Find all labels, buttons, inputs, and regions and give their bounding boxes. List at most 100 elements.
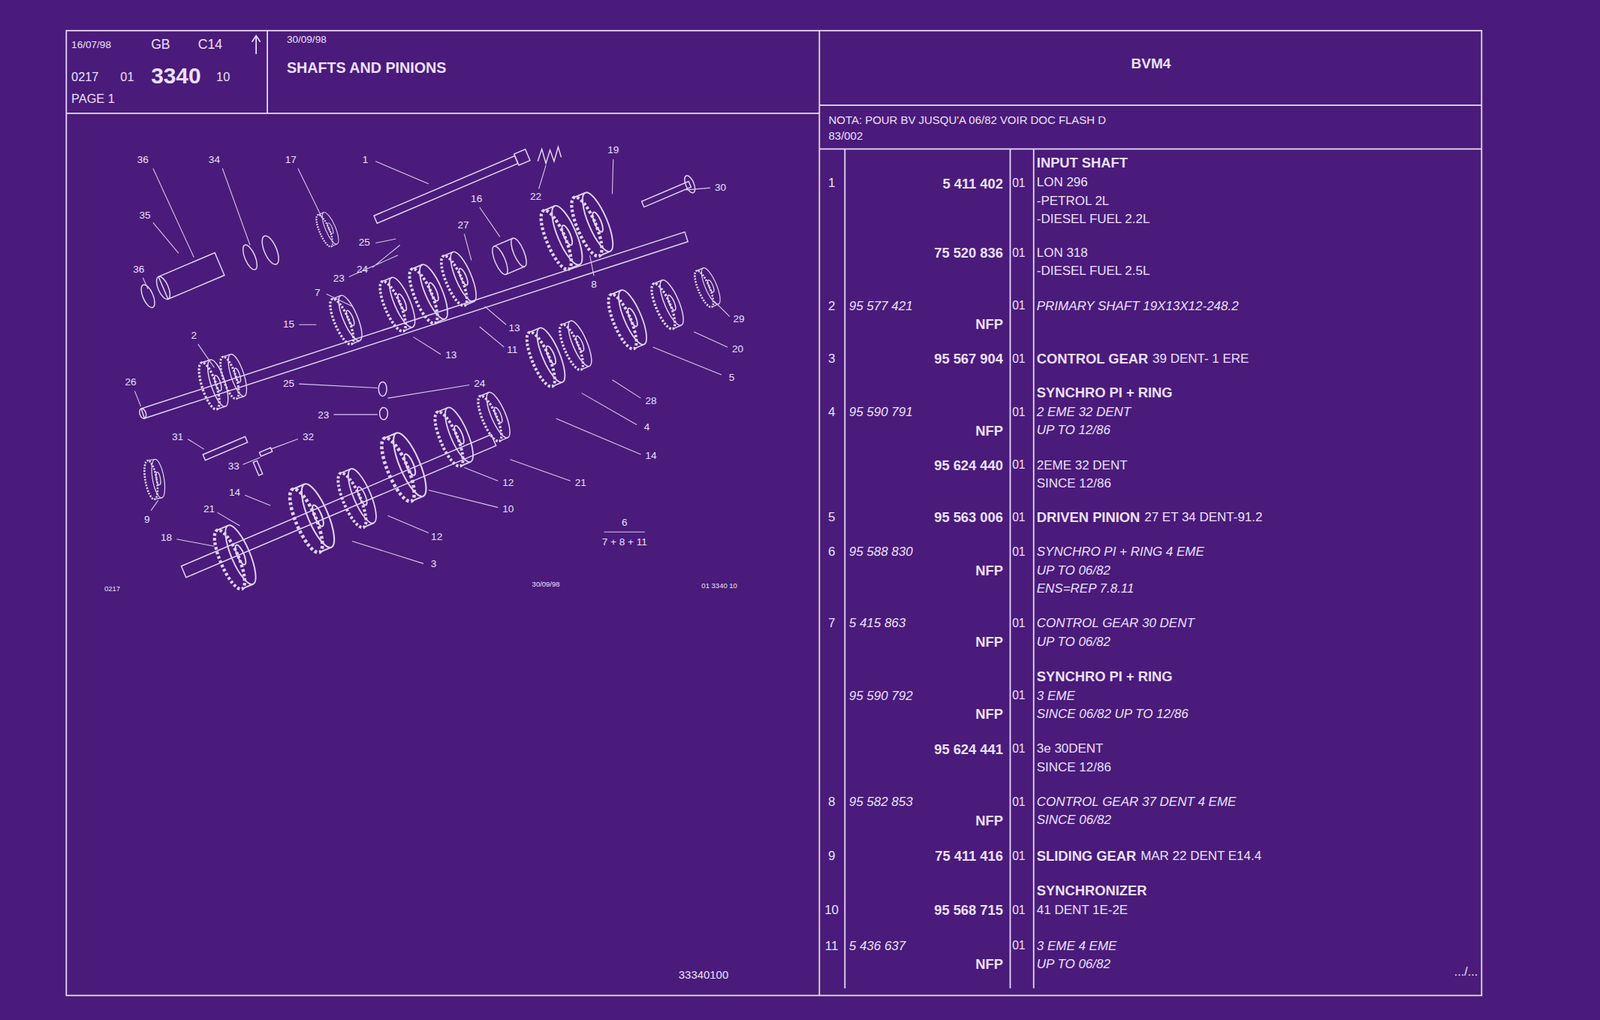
callout-number: 25 [358,236,371,249]
table-cell: 3 EME [1036,688,1076,704]
table-cell: 95 582 853 [849,794,913,810]
callout-number: 7 + 8 + 11 [602,536,648,549]
table-cell: 7 [828,615,835,631]
table-cell: 8 [828,794,835,810]
header-text: NOTA: POUR BV JUSQU'A 06/82 VOIR DOC FLA… [828,112,1115,145]
table-cell: 3 EME 4 EME [1036,938,1118,954]
callout-number: 8 [590,278,597,291]
header-text: 0217 [71,69,99,85]
table-cell: 10 [824,902,839,918]
leader-lines [134,159,730,564]
table-cell: NFP [975,562,1004,579]
table-cell: 01 [1012,795,1025,810]
table-cell: SYNCHRONIZER [1036,882,1148,899]
drawing-part [66,30,1482,996]
callout-number: 13 [445,349,457,362]
drawing-part [1009,148,1012,988]
callout-number: 36 [137,153,149,166]
table-cell: 39 DENT- 1 ERE [1152,351,1249,367]
table-cell: ENS=REP 7.8.11 [1036,581,1135,597]
drawing-part [514,149,531,166]
drawing-part [819,148,1482,151]
callout-number: 13 [508,322,520,335]
callout-number: 21 [203,503,215,516]
callout-number: 22 [530,190,542,203]
table-cell: 01 [1012,352,1025,367]
table-cell: NFP [975,633,1004,651]
table-cell: NFP [975,812,1004,829]
table-cell: SYNCHRO PI + RING [1036,668,1173,685]
callout-number: 30 [714,181,727,194]
table-cell: 11 [825,938,839,954]
table-cell: 75 411 416 [934,847,1004,865]
table-cell: -DIESEL FUEL 2.5L [1036,263,1151,279]
table-cell: SYNCHRO PI + RING [1036,384,1173,401]
table-cell: SLIDING GEAR [1036,847,1136,865]
table-cell: CONTROL GEAR [1036,350,1149,368]
drawing-part [489,244,511,277]
table-cell: INPUT SHAFT [1036,154,1128,172]
drawing-part [138,283,157,310]
drawing-part [141,232,688,419]
table-cell: 95 567 904 [934,350,1004,368]
header-text: 3340 [150,62,201,90]
table-cell: NFP [975,705,1004,723]
callout-number: 36 [132,263,145,276]
callout-number: 7 [314,286,321,299]
table-cell: NFP [975,316,1004,333]
table-cell: 95 624 441 [934,741,1004,758]
callout-number: 34 [208,153,220,166]
table-cell: 01 [1012,510,1025,525]
callout-number: 24 [473,377,486,390]
table-cell: 01 [1012,176,1025,191]
table-cell: SYNCHRO PI + RING 4 EME [1036,544,1205,560]
callout-number: 2 [190,329,197,342]
drawing-part [403,261,453,327]
table-cell: 2 EME 32 DENT [1036,404,1131,420]
callout-number: 18 [160,531,172,544]
callout-number: 20 [732,343,744,356]
callout-number: 27 [457,219,469,232]
drawing-part [566,189,620,260]
callout-number: 15 [283,318,295,331]
table-cell: DRIVEN PINION [1036,509,1140,526]
callout-number: 23 [333,272,345,285]
table-cell: UP TO 06/82 [1036,956,1111,972]
drawing-reference: 30/09/98 [532,579,561,588]
table-cell: LON 318 [1036,245,1088,261]
drawing-part [255,36,257,55]
callout-number: 35 [138,209,151,222]
table-cell: 01 [1012,849,1025,864]
note-box: NOTA: POUR BV JUSQU'A 06/82 VOIR DOC FLA… [819,105,1482,149]
header-text: SHAFTS AND PINIONS [286,59,447,78]
table-cell: 9 [828,848,835,864]
drawing-reference: 01 3340 10 [701,581,738,590]
drawing-part [138,232,688,419]
page-reference: .../... [1454,964,1479,980]
table-cell: 1 [828,175,835,191]
callout-number: 23 [317,409,329,422]
header-title-box: 30/09/98SHAFTS AND PINIONS [267,30,820,114]
drawing-part [216,352,251,401]
gearbox-name-box: BVM4 [819,30,1482,106]
drawing-part [819,104,1482,106]
drawing-part [266,30,269,114]
table-cell: CONTROL GEAR 30 DENT [1036,615,1195,631]
drawing-part [283,479,341,556]
table-cell: 3e 30DENT [1036,741,1104,757]
drawing-part [647,277,688,332]
drawing-part [489,236,530,277]
callout-number: 1 [362,153,369,166]
header-text: GB [150,36,171,53]
drawing-part [521,324,570,390]
header-text: 16/07/98 [71,39,112,52]
table-cell: 75 520 836 [934,244,1004,262]
table-cell: 95 590 792 [849,688,913,704]
callout-number: 5 [729,371,736,384]
drawing-part [158,252,225,299]
table-cell: 95 588 830 [849,544,913,560]
drawing-part [253,460,263,476]
drawing-part [691,265,724,310]
drawing-part [153,252,225,302]
drawing-part [194,357,233,412]
